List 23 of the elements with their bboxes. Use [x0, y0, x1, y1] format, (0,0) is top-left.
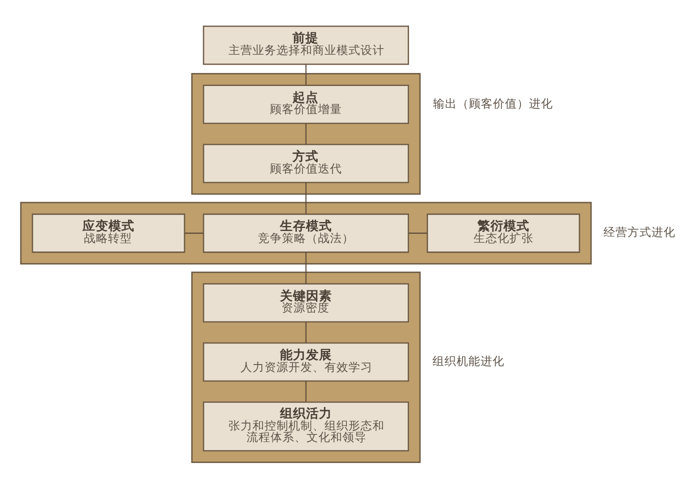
node-box: 方式 顾客价值迭代 [202, 144, 410, 184]
node-box: 生存模式 竞争策略（战法） [202, 214, 410, 253]
node-box: 组织活力 张力和控制机制、组织形态和流程体系、文化和领导 [202, 402, 410, 452]
connector [184, 232, 204, 234]
connector [305, 64, 306, 86]
connector [408, 232, 428, 234]
node-box: 前提 主营业务选择和商业模式设计 [202, 26, 410, 65]
connector [305, 381, 306, 402]
node-box: 繁衍模式 生态化扩张 [426, 214, 580, 253]
connector [305, 252, 306, 284]
connector [305, 322, 306, 343]
node-box: 起点 顾客价值增量 [202, 84, 410, 124]
node-box: 应变模式 战略转型 [32, 214, 186, 253]
connector [305, 182, 306, 214]
node-box: 能力发展 人力资源开发、有效学习 [202, 342, 410, 382]
cluster [191, 73, 421, 195]
node-label: 输出（顾客价值）进化 [432, 96, 553, 110]
cluster [191, 272, 421, 464]
cluster [20, 202, 592, 264]
node-label: 经营方式进化 [604, 225, 676, 240]
node-box: 关键因素 资源密度 [202, 283, 410, 323]
node-label: 组织机能进化 [432, 354, 505, 368]
connector [305, 123, 306, 144]
